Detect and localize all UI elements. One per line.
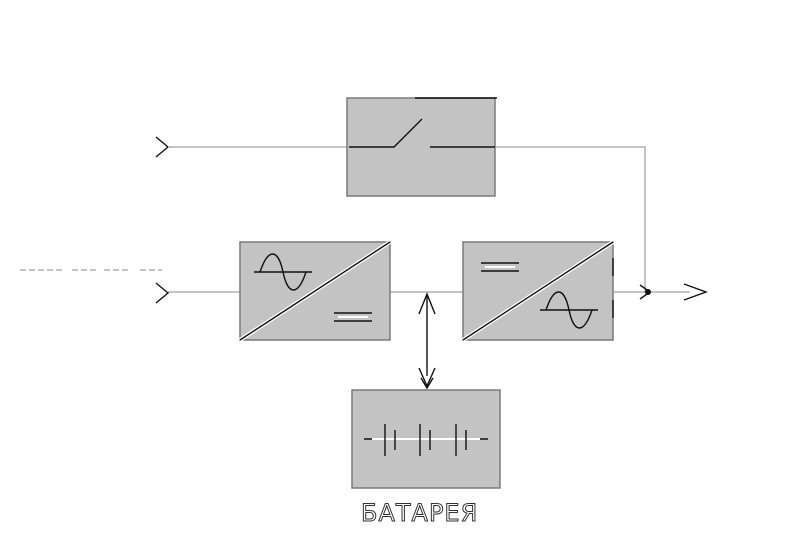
dc-lines-icon — [334, 312, 372, 322]
bypass-output-line — [495, 146, 646, 292]
switch-icon — [349, 118, 495, 148]
bypass-input-arrow-icon — [155, 136, 170, 158]
dc-lines-icon — [481, 262, 519, 272]
static-switch-box — [346, 97, 497, 197]
battery-box — [351, 389, 501, 489]
battery-link-double-arrow-icon — [418, 292, 436, 390]
battery-cell-icon — [455, 424, 467, 456]
output-arrow-icon — [683, 283, 709, 301]
battery-label: БАТАРЕЯ — [360, 499, 479, 528]
inverter-box — [461, 240, 615, 342]
battery-cell-icon — [384, 424, 396, 456]
rectifier-box — [238, 240, 392, 342]
ac-sine-icon — [254, 253, 312, 291]
output-junction-icon — [639, 284, 652, 300]
battery-cell-icon — [419, 424, 431, 456]
main-input-arrow-icon — [155, 282, 170, 304]
ac-sine-icon — [540, 291, 598, 329]
